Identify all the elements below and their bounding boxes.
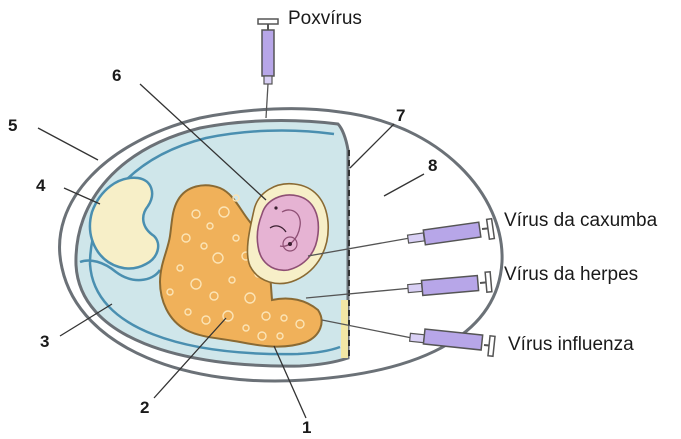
label-poxvirus: Poxvírus (288, 8, 362, 30)
label-1: 1 (302, 418, 311, 438)
syringe-poxvirus (258, 19, 278, 118)
label-influenza: Vírus influenza (508, 334, 634, 356)
label-caxumba: Vírus da caxumba (504, 210, 657, 232)
label-5: 5 (8, 116, 17, 136)
label-4: 4 (36, 176, 45, 196)
label-7: 7 (396, 106, 405, 126)
label-8: 8 (428, 156, 437, 176)
label-herpes: Vírus da herpes (504, 264, 638, 286)
shell-membrane-strip (341, 300, 348, 358)
label-3: 3 (40, 332, 49, 352)
label-6: 6 (112, 66, 121, 86)
label-2: 2 (140, 398, 149, 418)
